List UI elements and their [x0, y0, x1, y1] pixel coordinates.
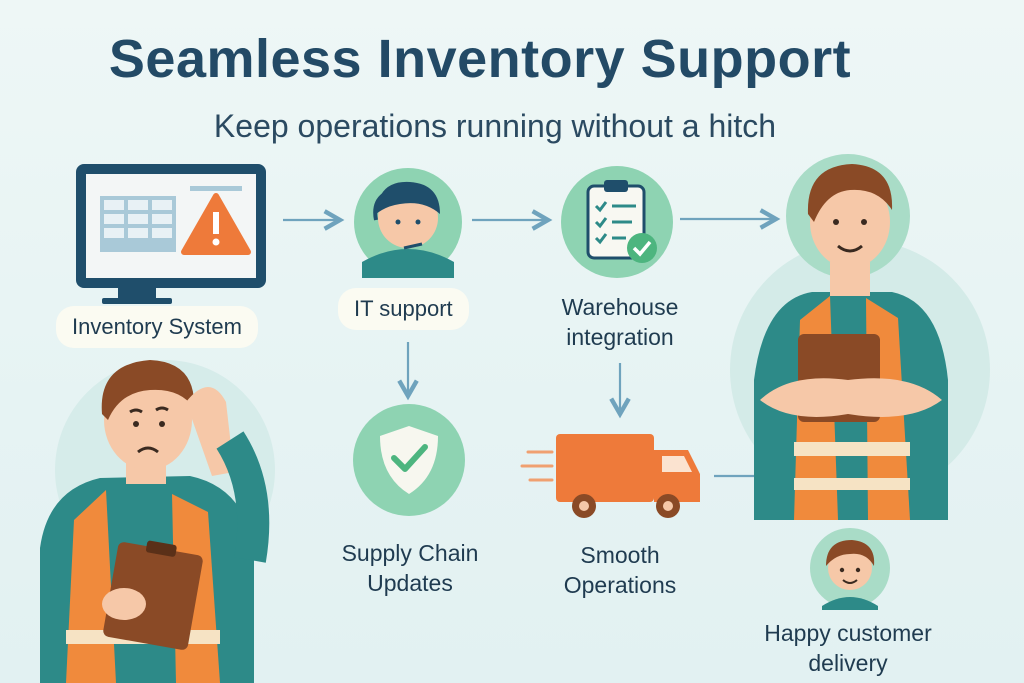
shield-check-icon	[353, 404, 465, 516]
label-inventory-system: Inventory System	[56, 306, 258, 348]
delivery-truck-icon	[520, 434, 700, 518]
label-warehouse-line2: integration	[566, 324, 674, 350]
label-warehouse-line1: Warehouse	[561, 294, 679, 320]
happy-customer-icon	[810, 528, 890, 610]
page-subtitle: Keep operations running without a hitch	[213, 108, 777, 144]
label-it-support: IT support	[338, 288, 469, 330]
label-smooth-operations: Smooth Operations	[540, 540, 700, 600]
happy-worker-illustration	[754, 154, 948, 520]
label-supply-line1: Supply Chain	[341, 540, 479, 566]
label-smooth-line1: Smooth	[580, 542, 660, 568]
table-icon	[100, 196, 176, 252]
label-smooth-line2: Operations	[563, 572, 677, 598]
label-happy-line1: Happy customer	[764, 620, 932, 646]
stressed-worker-illustration	[40, 360, 270, 683]
label-happy-line2: delivery	[808, 650, 888, 676]
warning-icon	[181, 193, 251, 255]
page-title: Seamless Inventory Support	[108, 29, 852, 89]
monitor-icon	[76, 164, 266, 304]
clipboard-check-icon	[561, 166, 673, 278]
support-agent-icon	[354, 168, 462, 278]
label-supply-line2: Updates	[367, 570, 453, 596]
label-supply-chain-updates: Supply Chain Updates	[320, 538, 500, 598]
flow-arrows	[283, 219, 778, 476]
label-happy-customer-delivery: Happy customer delivery	[748, 618, 948, 678]
label-warehouse-integration: Warehouse integration	[540, 292, 700, 352]
